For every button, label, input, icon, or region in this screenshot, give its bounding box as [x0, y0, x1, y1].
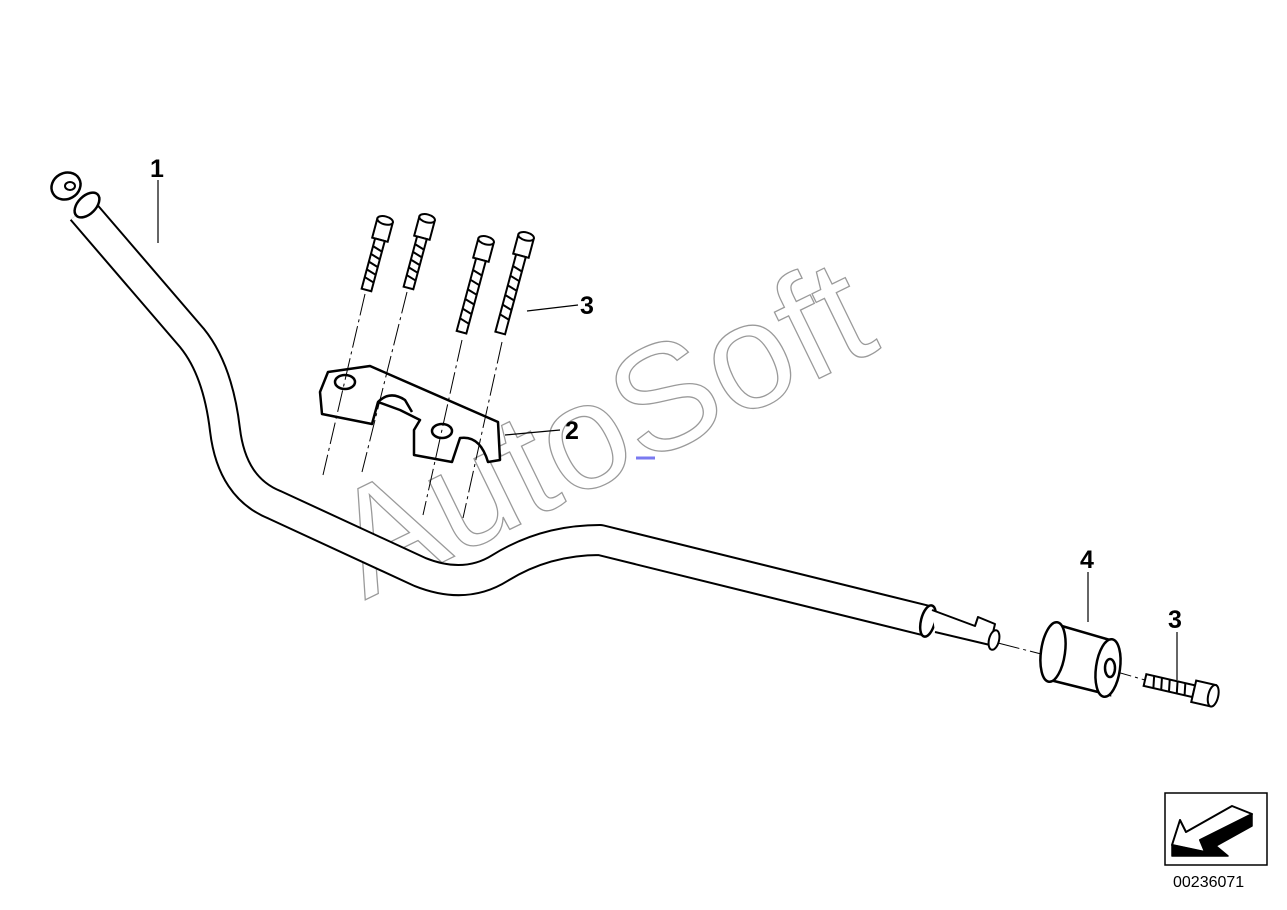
callouts: 1 3 2 4 3 [150, 155, 1182, 634]
handlebar [50, 171, 1001, 651]
handlebar-tube-fill [71, 200, 932, 635]
part-number: 00236071 [1173, 874, 1244, 891]
top-screws [360, 213, 536, 336]
direction-box: 00236071 [1164, 792, 1268, 891]
callout-clamp: 2 [565, 417, 579, 445]
handlebar-eyelet [50, 171, 101, 219]
screw-3 [455, 235, 496, 335]
end-screw [1142, 672, 1220, 708]
screw-4 [494, 231, 536, 336]
end-weight [1039, 620, 1122, 699]
screw-1 [360, 215, 395, 293]
callout-handlebar: 1 [150, 155, 164, 183]
leader-lines [157, 180, 1178, 680]
handlebar-right-end [918, 604, 1001, 651]
screw-2 [402, 213, 437, 291]
callout-screw-end: 3 [1168, 606, 1182, 634]
callout-end-weight: 4 [1080, 546, 1094, 574]
callout-screws-top: 3 [580, 292, 594, 320]
arrow-left-down-icon [1171, 805, 1253, 857]
clamp-hole-left [333, 373, 357, 391]
